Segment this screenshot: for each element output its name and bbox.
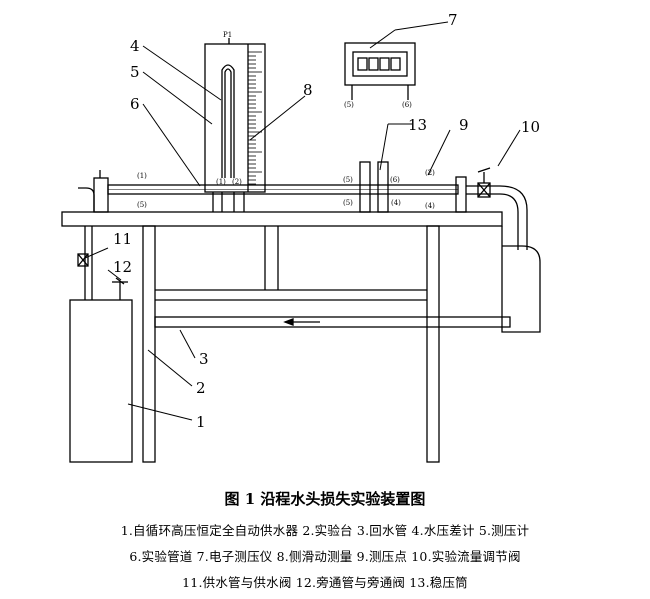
supply-valve — [77, 253, 89, 267]
mark-2-board: (2) — [232, 178, 242, 186]
callout-3: 3 — [199, 350, 209, 368]
label-p1: P1 — [223, 31, 232, 39]
callout-8: 8 — [303, 81, 313, 99]
supply-tank — [69, 299, 133, 463]
table-leg-left — [142, 225, 156, 463]
callout-1: 1 — [196, 413, 206, 431]
return-pipe — [154, 316, 511, 328]
figure-title: 图 1 沿程水头损失实验装置图 — [224, 490, 426, 508]
callout-6: 6 — [130, 95, 140, 113]
mark-5-cyl-top: (5) — [343, 176, 353, 184]
stabilizer-cylinder-b — [377, 161, 389, 213]
mark-5-cyl-bot: (5) — [343, 199, 353, 207]
callout-10: 10 — [521, 118, 540, 136]
mark-2-right: (2) — [425, 169, 435, 177]
legend-line-3: 11.供水管与供水阀 12.旁通管与旁通阀 13.稳压筒 — [182, 575, 468, 590]
callout-5: 5 — [130, 63, 140, 81]
mark-5-left: (5) — [137, 201, 147, 209]
mark-6-gauge-b: (6) — [402, 101, 412, 109]
callout-12: 12 — [113, 258, 132, 276]
table-leg-right — [426, 225, 440, 463]
mark-1-left: (1) — [137, 172, 147, 180]
mark-6-cyl-top: (6) — [390, 176, 400, 184]
legend-line-1: 1.自循环高压恒定全自动供水器 2.实验台 3.回水管 4.水压差计 5.测压计 — [120, 523, 530, 538]
callout-13: 13 — [408, 116, 427, 134]
mark-5-gauge-a: (5) — [344, 101, 354, 109]
electronic-pressure-gauge — [344, 42, 416, 86]
mark-1-board: (1) — [216, 178, 226, 186]
manometer-board — [204, 43, 266, 193]
left-riser — [93, 177, 109, 213]
legend-line-2: 6.实验管道 7.电子测压仪 8.侧滑动测量 9.测压点 10.实验流量调节阀 — [129, 549, 521, 564]
callout-9: 9 — [459, 116, 469, 134]
table-top — [61, 211, 503, 227]
callout-11: 11 — [113, 230, 132, 248]
mark-4-cyl-bot: (4) — [391, 199, 401, 207]
callout-4: 4 — [130, 37, 140, 55]
callout-7: 7 — [448, 11, 458, 29]
mark-4-right: (4) — [425, 202, 435, 210]
callout-2: 2 — [196, 379, 206, 397]
stabilizer-cylinder-a — [359, 161, 371, 213]
